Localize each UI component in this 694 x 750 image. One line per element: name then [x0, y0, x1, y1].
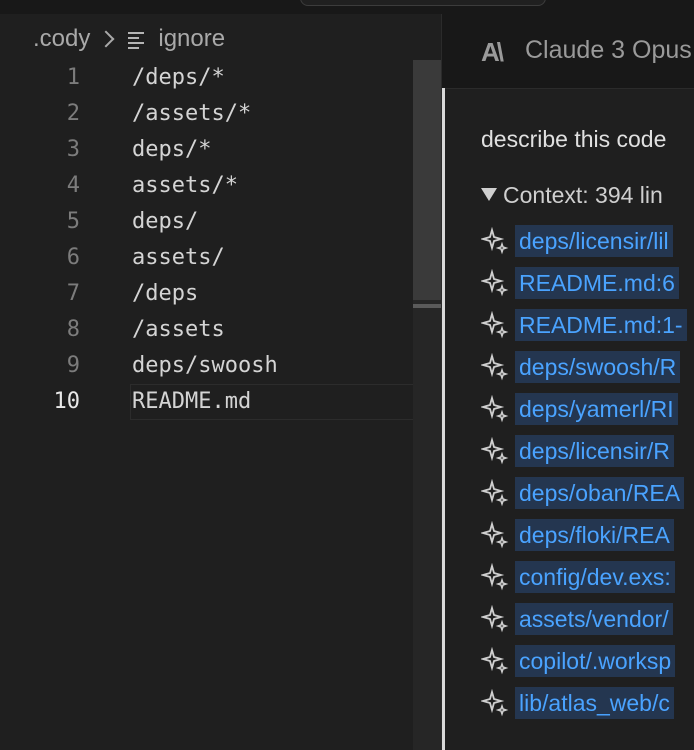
title-bar: [0, 0, 694, 14]
line-text[interactable]: /assets: [132, 317, 225, 342]
code-line-current[interactable]: 10 README.md: [0, 384, 441, 420]
context-item[interactable]: deps/swoosh/R: [481, 346, 687, 388]
breadcrumb: .cody ignore: [33, 24, 225, 54]
line-number: 1: [66, 65, 80, 90]
sparkle-icon: [481, 353, 509, 381]
sparkle-icon: [481, 689, 509, 717]
context-item[interactable]: README.md:6: [481, 262, 687, 304]
command-center[interactable]: [300, 0, 546, 6]
context-item[interactable]: config/dev.exs:: [481, 556, 687, 598]
sparkle-icon: [481, 395, 509, 423]
line-text[interactable]: assets/*: [132, 173, 238, 198]
line-number: 4: [66, 173, 80, 198]
line-text[interactable]: /deps: [132, 281, 199, 306]
code-line[interactable]: 7/deps: [0, 276, 441, 312]
context-link[interactable]: deps/oban/REA: [515, 477, 685, 509]
code-line[interactable]: 2/assets/*: [0, 96, 441, 132]
context-link[interactable]: deps/yamerl/RI: [515, 393, 678, 425]
sparkle-icon: [481, 647, 509, 675]
context-item[interactable]: deps/oban/REA: [481, 472, 687, 514]
context-item[interactable]: lib/atlas_web/c: [481, 682, 687, 724]
chat-transcript: describe this code Context: 394 lin deps…: [442, 88, 694, 750]
code-line[interactable]: 6 assets/: [0, 240, 441, 276]
context-link[interactable]: assets/vendor/: [515, 603, 673, 635]
context-link[interactable]: deps/licensir/R: [515, 435, 674, 467]
code-line[interactable]: 8/assets: [0, 312, 441, 348]
triangle-down-icon: [481, 188, 497, 201]
breadcrumb-folder[interactable]: .cody: [33, 25, 91, 52]
line-number: 10: [53, 389, 81, 414]
context-link[interactable]: README.md:6: [515, 267, 679, 299]
context-item[interactable]: deps/licensir/R: [481, 430, 687, 472]
line-text[interactable]: README.md: [132, 389, 252, 414]
sparkle-icon: [481, 479, 509, 507]
context-item[interactable]: README.md:1-: [481, 304, 687, 346]
context-item[interactable]: assets/vendor/: [481, 598, 687, 640]
context-link[interactable]: config/dev.exs:: [515, 561, 675, 593]
context-link[interactable]: deps/licensir/lil: [515, 225, 673, 257]
code-line[interactable]: 5 deps/: [0, 204, 441, 240]
line-number: 5: [66, 209, 80, 234]
sparkle-icon: [481, 437, 509, 465]
file-lines-icon: [128, 30, 146, 49]
chat-tab[interactable]: A\ Claude 3 Opus: [442, 14, 694, 89]
context-item[interactable]: deps/floki/REA: [481, 514, 687, 556]
line-number: 8: [66, 317, 80, 342]
chevron-right-icon: [97, 30, 115, 48]
line-text[interactable]: /assets/*: [132, 101, 252, 126]
sparkle-icon: [481, 563, 509, 591]
code-line[interactable]: 4 assets/*: [0, 168, 441, 204]
editor-scrollbar[interactable]: [413, 60, 441, 750]
code-line[interactable]: 1/deps/*: [0, 60, 441, 96]
context-label: Context: 394 lin: [503, 182, 663, 208]
line-number: 3: [66, 137, 80, 162]
context-item[interactable]: deps/licensir/lil: [481, 220, 687, 262]
anthropic-logo-icon: A\: [481, 37, 504, 67]
breadcrumb-file[interactable]: ignore: [158, 25, 226, 52]
line-text[interactable]: /deps/*: [132, 65, 225, 90]
line-number: 2: [66, 101, 80, 126]
editor-pane[interactable]: .cody ignore 1/deps/* 2/assets/* 3 deps/*…: [0, 14, 441, 750]
sparkle-icon: [481, 227, 509, 255]
sparkle-icon: [481, 269, 509, 297]
chat-panel: A\ Claude 3 Opus describe this code Cont…: [441, 14, 694, 750]
scrollbar-thumb[interactable]: [413, 60, 441, 300]
line-text[interactable]: deps/swoosh: [132, 353, 278, 378]
line-number: 9: [66, 353, 80, 378]
sparkle-icon: [481, 605, 509, 633]
context-link[interactable]: deps/swoosh/R: [515, 351, 681, 383]
code-line[interactable]: 9 deps/swoosh: [0, 348, 441, 384]
line-text[interactable]: deps/: [132, 209, 199, 234]
sparkle-icon: [481, 521, 509, 549]
code-area[interactable]: 1/deps/* 2/assets/* 3 deps/* 4 assets/* 5 d…: [0, 60, 441, 420]
current-line-highlight: [130, 384, 441, 420]
line-text[interactable]: deps/*: [132, 137, 212, 162]
line-text[interactable]: assets/: [132, 245, 225, 270]
context-toggle[interactable]: Context: 394 lin: [481, 182, 663, 209]
context-item[interactable]: deps/yamerl/RI: [481, 388, 687, 430]
line-number: 6: [66, 245, 80, 270]
scrollbar-marker: [413, 304, 441, 308]
sparkle-icon: [481, 311, 509, 339]
context-link[interactable]: copilot/.worksp: [515, 645, 676, 677]
line-number: 7: [66, 281, 80, 306]
context-list: deps/licensir/lil README.md:6 README.md:…: [481, 220, 687, 724]
context-item[interactable]: copilot/.worksp: [481, 640, 687, 682]
chat-tab-title[interactable]: Claude 3 Opus: [525, 36, 692, 64]
context-link[interactable]: lib/atlas_web/c: [515, 687, 674, 719]
context-link[interactable]: deps/floki/REA: [515, 519, 674, 551]
code-line[interactable]: 3 deps/*: [0, 132, 441, 168]
user-message: describe this code: [481, 126, 667, 152]
context-link[interactable]: README.md:1-: [515, 309, 687, 341]
